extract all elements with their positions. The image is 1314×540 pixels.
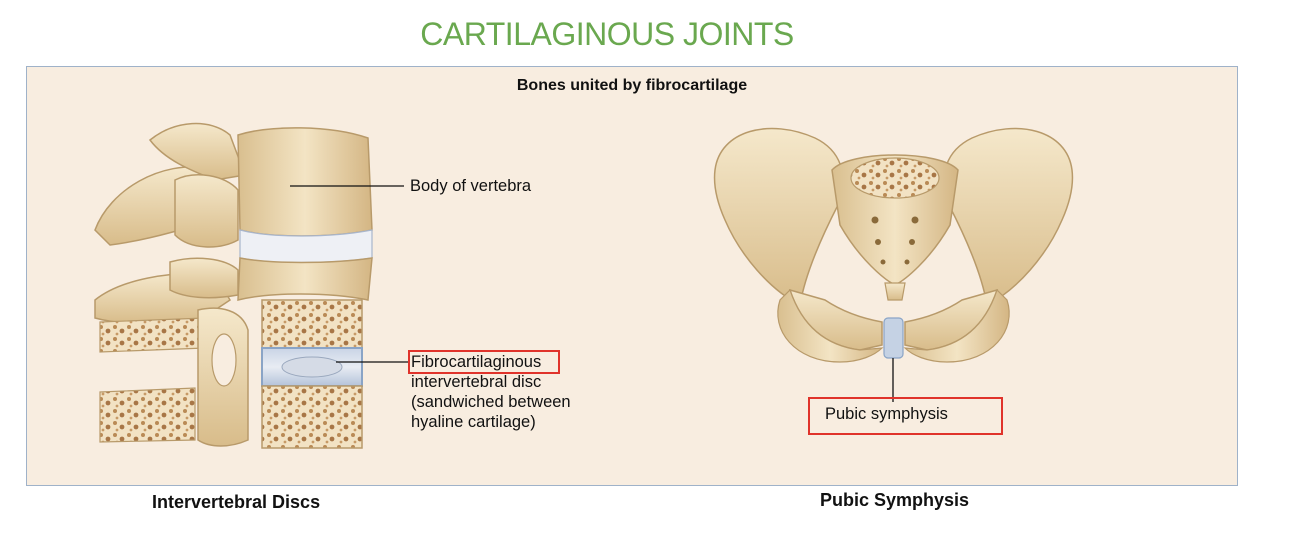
label-fibro-line1: Fibrocartilaginous bbox=[411, 353, 542, 371]
highlight-box-pubic-symphysis bbox=[808, 397, 1003, 435]
label-body-of-vertebra: Body of vertebra bbox=[410, 177, 532, 195]
label-fibro-line3: (sandwiched between bbox=[411, 393, 571, 411]
pelvis-illustration bbox=[713, 127, 1074, 363]
highlight-box-fibrocartilaginous bbox=[408, 350, 560, 374]
caption-pubic-symphysis: Pubic Symphysis bbox=[820, 490, 970, 510]
label-pubic-symphysis: Pubic symphysis bbox=[825, 405, 948, 423]
caption-intervertebral-discs: Intervertebral Discs bbox=[152, 492, 321, 512]
label-fibro-line2: intervertebral disc bbox=[411, 373, 542, 391]
label-fibro-line4: hyaline cartilage) bbox=[411, 413, 536, 431]
vertebra-illustration bbox=[94, 122, 373, 449]
slide-title: CARTILAGINOUS JOINTS bbox=[420, 16, 794, 52]
panel-subtitle: Bones united by fibrocartilage bbox=[516, 77, 748, 94]
